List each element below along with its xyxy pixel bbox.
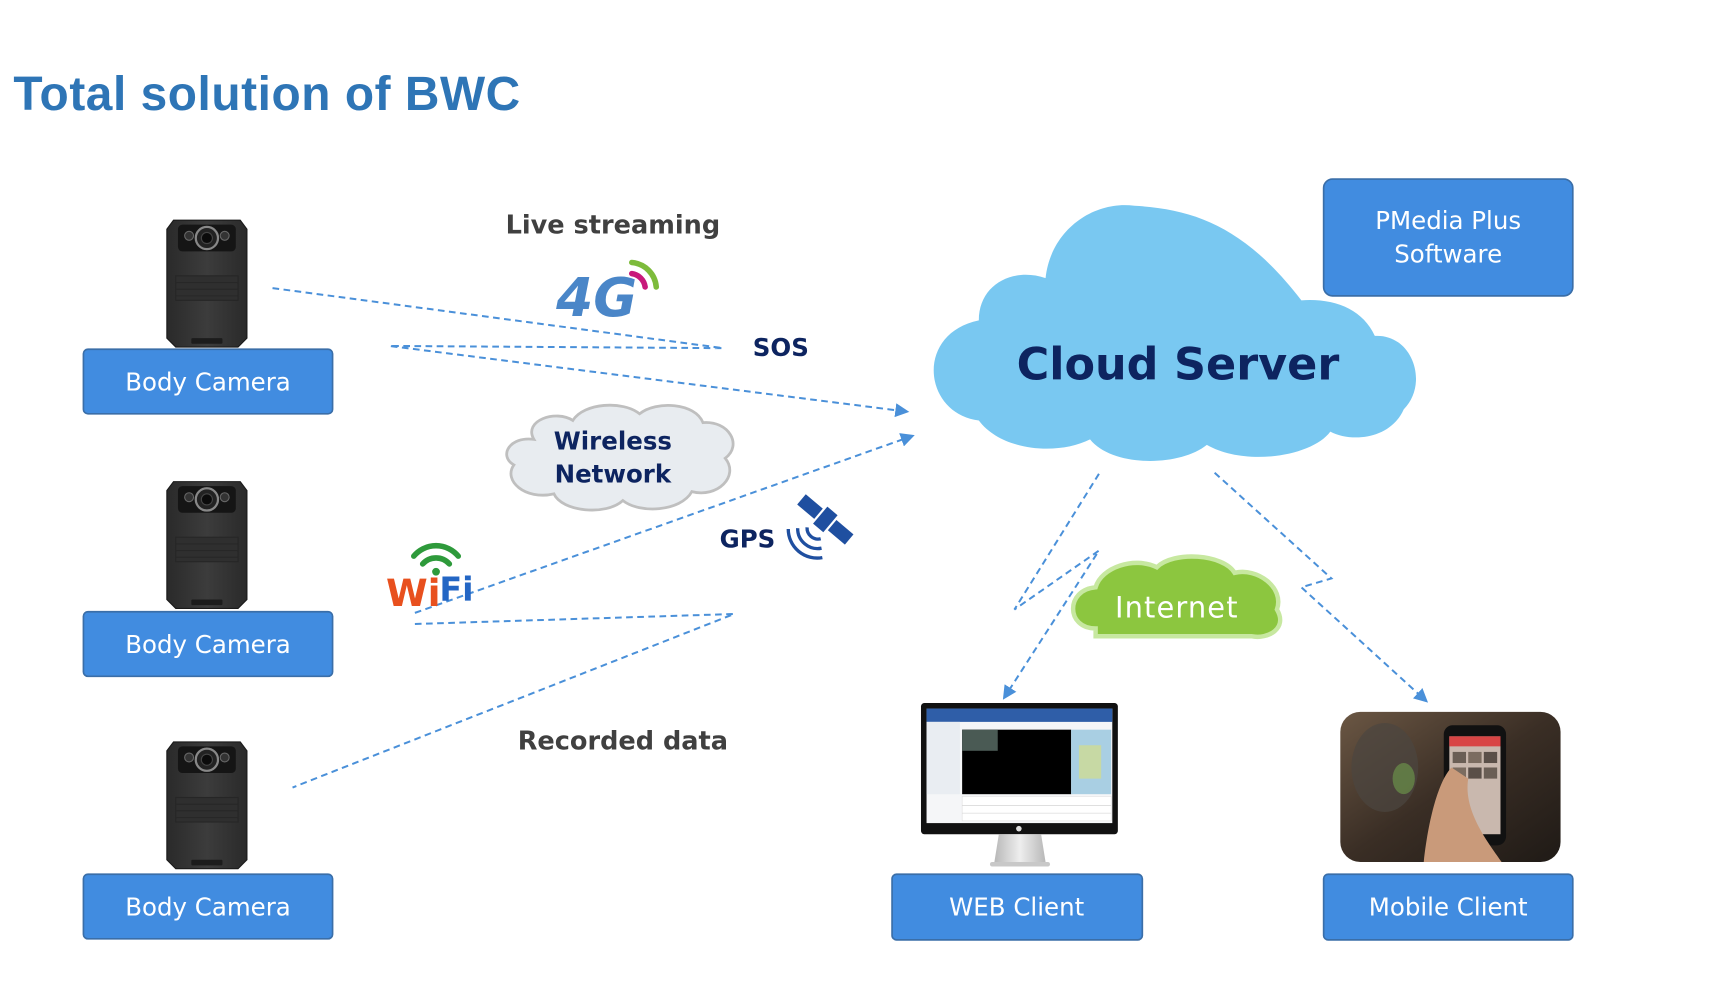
4g-icon: 4G [555, 259, 660, 329]
mobile-client-box [1322, 873, 1574, 941]
connections [272, 287, 1429, 789]
connection-wifi-to-cloud [414, 433, 915, 614]
web-client: WEB Client [891, 873, 1144, 941]
cloud-server-label: Cloud Server [1017, 339, 1340, 390]
internet-label: Internet [1115, 590, 1239, 624]
pmedia-plus-software: PMedia Plus Software [1322, 178, 1574, 297]
body-camera-1: Body Camera [82, 219, 334, 415]
body-camera-3: Body Camera [82, 740, 334, 940]
wifi-icon-text-wi: Wi [386, 571, 441, 615]
mobile-photo [1340, 711, 1561, 863]
wireless-network-cloud: Wireless Network [505, 403, 735, 512]
connection-camera3-recorded [292, 612, 735, 789]
body-camera-label: Body Camera [125, 892, 291, 921]
pmedia-plus-box [1322, 178, 1574, 297]
cloud-server: Cloud Server [933, 205, 1417, 461]
body-camera-image [165, 480, 249, 610]
4g-icon-text: 4G [555, 266, 637, 329]
mobile-client-label: Mobile Client [1369, 892, 1528, 921]
body-camera-label: Body Camera [125, 367, 291, 396]
web-client-box [891, 873, 1144, 941]
monitor-image [920, 702, 1118, 867]
body-camera-image [165, 740, 249, 870]
web-client-label: WEB Client [949, 892, 1084, 921]
pmedia-plus-line1: PMedia Plus [1375, 206, 1521, 235]
connection-cloud-to-mobile [1213, 471, 1429, 703]
recorded-data-label: Recorded data [518, 727, 728, 757]
live-streaming-label: Live streaming [506, 211, 721, 241]
body-camera-label: Body Camera [125, 630, 291, 659]
body-camera-label-box [82, 348, 334, 415]
connection-cloud-to-web [1002, 473, 1100, 700]
wifi-icon: Wi Fi [386, 542, 474, 615]
internet-cloud: Internet [1070, 554, 1283, 640]
connection-camera1-to-cloud [272, 287, 910, 418]
mobile-client: Mobile Client [1322, 873, 1574, 941]
wifi-icon-text-fi: Fi [439, 570, 473, 609]
sos-label: SOS [753, 333, 809, 362]
wireless-network-line2: Network [555, 460, 672, 489]
body-camera-label-box [82, 873, 334, 940]
body-camera-2: Body Camera [82, 480, 334, 678]
pmedia-plus-line2: Software [1394, 240, 1502, 269]
satellite-icon [786, 494, 854, 560]
body-camera-image [165, 219, 249, 349]
wireless-network-line1: Wireless [554, 426, 672, 455]
page-title: Total solution of BWC [13, 68, 520, 121]
body-camera-label-box [82, 610, 334, 678]
gps-label: GPS [720, 524, 776, 553]
